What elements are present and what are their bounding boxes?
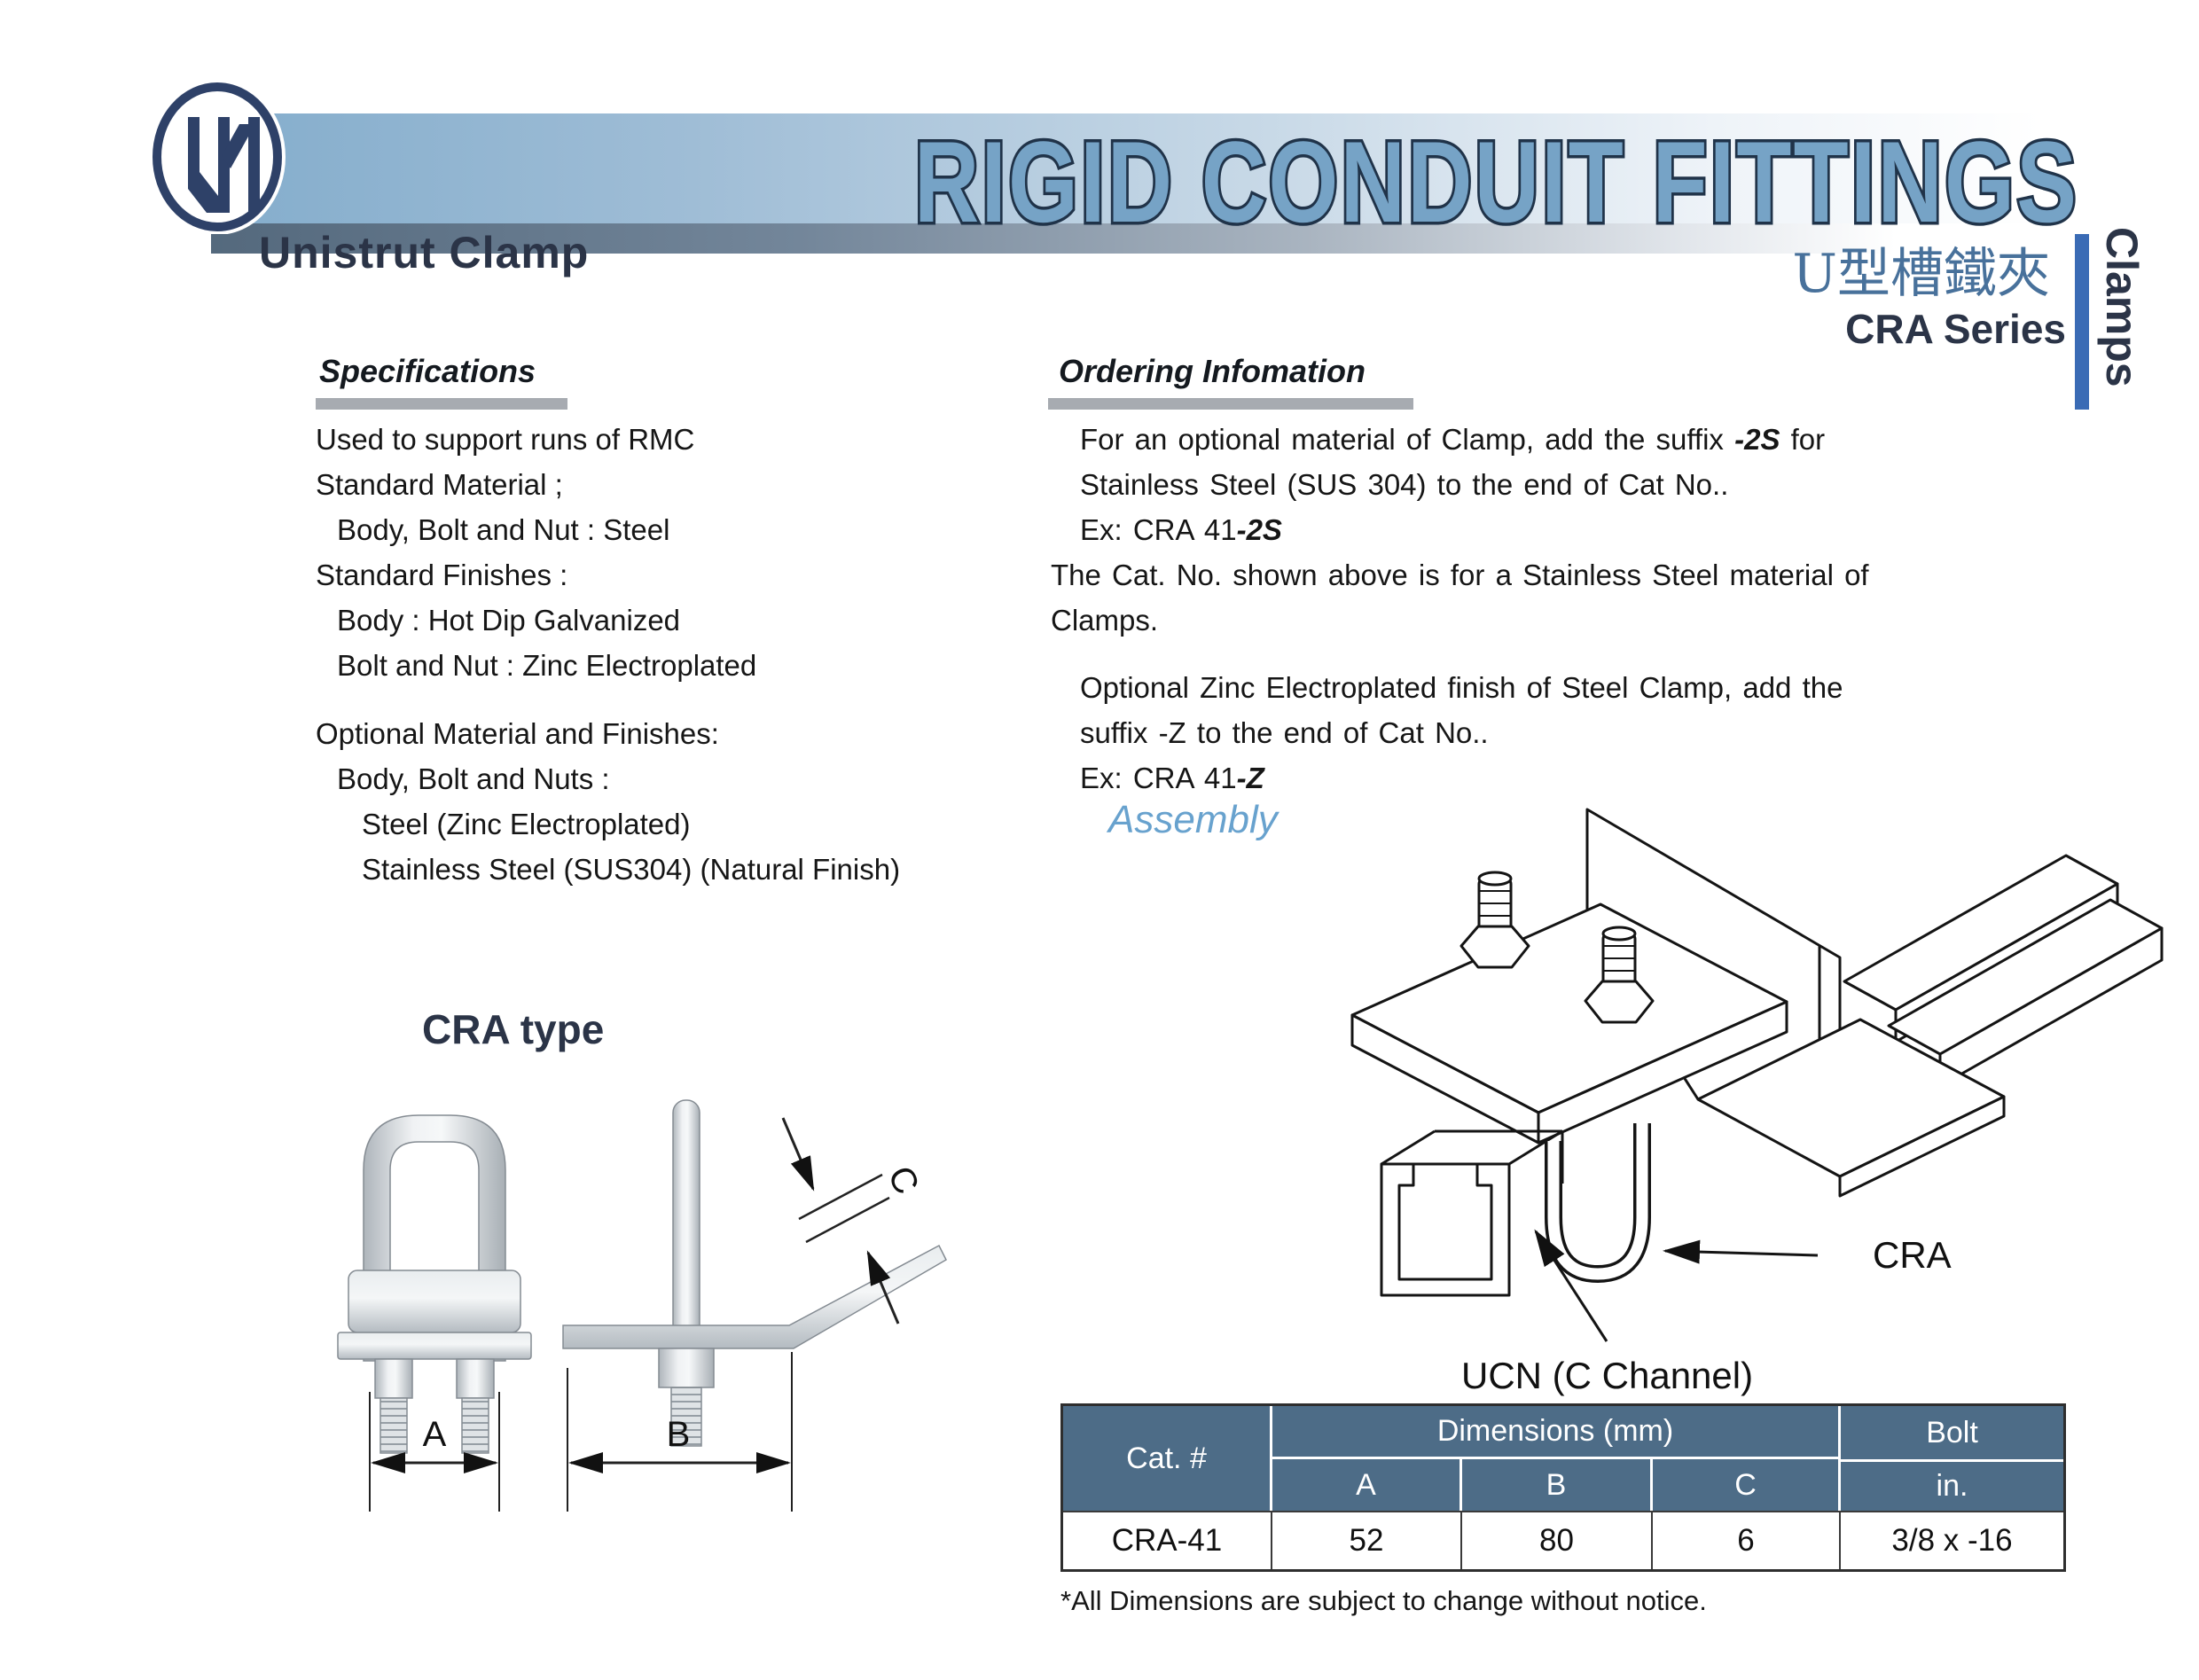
spec-line: Steel (Zinc Electroplated) (362, 808, 691, 840)
cra-callout-label: CRA (1873, 1234, 1952, 1276)
side-view (562, 1099, 947, 1447)
table-subheader-a: A (1272, 1459, 1462, 1511)
dim-label-a: A (423, 1415, 447, 1454)
side-tab-bar (2075, 234, 2089, 410)
cra-type-heading: CRA type (422, 1006, 605, 1052)
specifications-text: Used to support runs of RMC Standard Mat… (316, 417, 1043, 892)
series-title: CRA Series (1845, 306, 2066, 352)
dimension-c (781, 1117, 900, 1324)
table-subheader-in: in. (1841, 1459, 2063, 1511)
spec-line: Used to support runs of RMC (316, 423, 695, 456)
table-cell-b: 80 (1462, 1511, 1653, 1569)
spec-line: Body : Hot Dip Galvanized (337, 604, 681, 637)
chinese-title: U型槽鐵夾 (1792, 243, 2050, 305)
ordering-line: Ex: CRA 41-Z (1080, 762, 1264, 794)
specifications-underline (316, 398, 567, 410)
assembly-heading: Assembly (1108, 798, 1278, 841)
specifications-heading: Specifications (319, 353, 536, 389)
dim-label-b: B (667, 1415, 691, 1454)
table-footnote: *All Dimensions are subject to change wi… (1060, 1585, 1707, 1616)
ordering-line: Optional Zinc Electroplated finish of St… (1080, 671, 1843, 704)
table-subheader-b: B (1462, 1459, 1653, 1511)
ordering-line: suffix -Z to the end of Cat No.. (1080, 716, 1489, 749)
side-tab-clamps: Clamps (2097, 227, 2147, 387)
table-header-cat: Cat. # (1063, 1406, 1272, 1511)
spec-line: Optional Material and Finishes: (316, 717, 719, 750)
ordering-line: Stainless Steel (SUS 304) to the end of … (1080, 468, 1729, 501)
spec-line: Stainless Steel (SUS304) (Natural Finish… (362, 853, 901, 886)
table-cell-cat: CRA-41 (1063, 1511, 1272, 1569)
ordering-line: Clamps. (1051, 604, 1159, 637)
table-subheader-c: C (1653, 1459, 1841, 1511)
page-title: Unistrut Clamp (259, 228, 590, 277)
assembly-drawing (1350, 808, 2164, 1342)
cra-type-drawing: A B C (337, 1099, 947, 1512)
table-header-dims: Dimensions (mm) (1272, 1406, 1841, 1459)
dim-label-c: C (880, 1160, 927, 1200)
table-cell-c: 6 (1653, 1511, 1841, 1569)
brand-logo-icon (149, 80, 286, 234)
spec-line: Body, Bolt and Nuts : (337, 762, 610, 795)
ordering-line: Ex: CRA 41-2S (1080, 513, 1282, 546)
banner-title-svg: RIGID CONDUIT FITTINGS (912, 114, 2079, 248)
table-cell-bolt: 3/8 x -16 (1841, 1511, 2063, 1569)
spec-line: Bolt and Nut : Zinc Electroplated (337, 649, 757, 682)
banner-blue-bar (211, 113, 2137, 223)
front-view (337, 1114, 532, 1454)
table-header-bolt: Bolt (1841, 1406, 2063, 1459)
dimension-a (369, 1392, 500, 1512)
banner-title: RIGID CONDUIT FITTINGS (914, 117, 2078, 246)
dimension-b (567, 1352, 793, 1512)
ordering-text: For an optional material of Clamp, add t… (1051, 417, 2093, 801)
spec-line: Body, Bolt and Nut : Steel (337, 513, 670, 546)
ucn-callout-label: UCN (C Channel) (1461, 1355, 1754, 1396)
spec-line: Standard Material ; (316, 468, 563, 501)
spec-line: Standard Finishes : (316, 559, 568, 591)
ordering-line: For an optional material of Clamp, add t… (1080, 423, 1826, 456)
ordering-underline (1048, 398, 1413, 410)
table-cell-a: 52 (1272, 1511, 1462, 1569)
ordering-heading: Ordering Infomation (1059, 353, 1366, 389)
ordering-line: The Cat. No. shown above is for a Stainl… (1051, 559, 1869, 591)
banner-gray-bar (211, 223, 1896, 254)
dimensions-table: Cat. # Dimensions (mm) Bolt A B C in. CR… (1060, 1403, 2066, 1572)
